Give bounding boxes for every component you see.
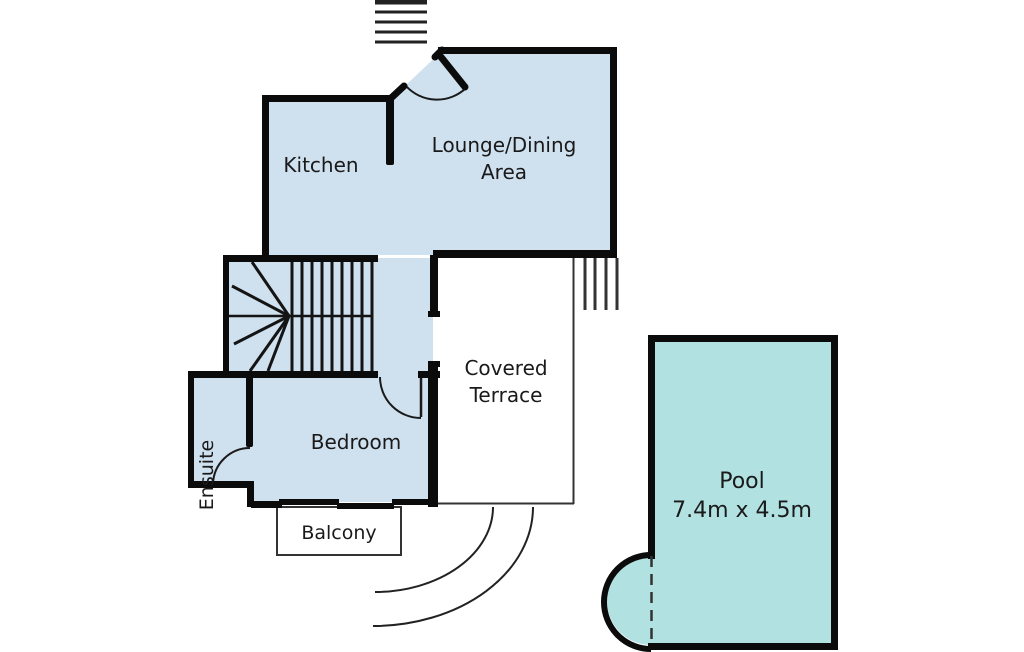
pool xyxy=(601,335,838,652)
label-lounge-line2: Area xyxy=(481,160,527,184)
label-bedroom: Bedroom xyxy=(311,430,401,454)
label-balcony: Balcony xyxy=(301,522,376,544)
garden-path-curves xyxy=(372,506,534,627)
bedroom-slider-panel xyxy=(337,503,394,509)
label-lounge-line1: Lounge/Dining xyxy=(432,133,577,157)
stair-winder-fan xyxy=(231,261,291,372)
room-balcony-fill xyxy=(276,506,402,556)
bedroom-slider-panel xyxy=(392,499,437,505)
room-lounge-fill xyxy=(390,50,615,255)
ensuite-door xyxy=(212,447,251,485)
ensuite-door-arc xyxy=(212,447,251,485)
stair-treads xyxy=(229,262,374,371)
label-pool: Pool xyxy=(719,469,765,494)
label-ensuite: Ensuite xyxy=(196,440,218,510)
ensuite-inner-wall xyxy=(246,374,253,447)
pool-water-fill xyxy=(651,338,834,646)
bedroom-slider-panel xyxy=(279,499,339,505)
pool-step-fill xyxy=(607,557,651,645)
bedroom-door xyxy=(379,376,423,419)
room-kitchen-fill xyxy=(265,100,390,255)
entry-steps xyxy=(375,0,427,44)
staircase xyxy=(229,261,374,372)
room-terrace-fill xyxy=(438,258,573,503)
terrace-steps xyxy=(583,258,619,310)
terrace-door-jamb xyxy=(428,361,440,367)
bedroom-door-arc xyxy=(379,376,422,419)
entry-door-arc xyxy=(405,85,467,101)
walls xyxy=(188,47,617,509)
terrace-door-jamb xyxy=(428,311,440,317)
label-kitchen: Kitchen xyxy=(283,153,358,177)
label-terrace-line1: Covered xyxy=(464,356,547,380)
pool-step-bump xyxy=(601,552,652,652)
label-pool-dimensions: 7.4m x 4.5m xyxy=(672,498,812,523)
entry-door-leaf xyxy=(437,53,469,91)
label-terrace-line2: Terrace xyxy=(469,383,543,407)
